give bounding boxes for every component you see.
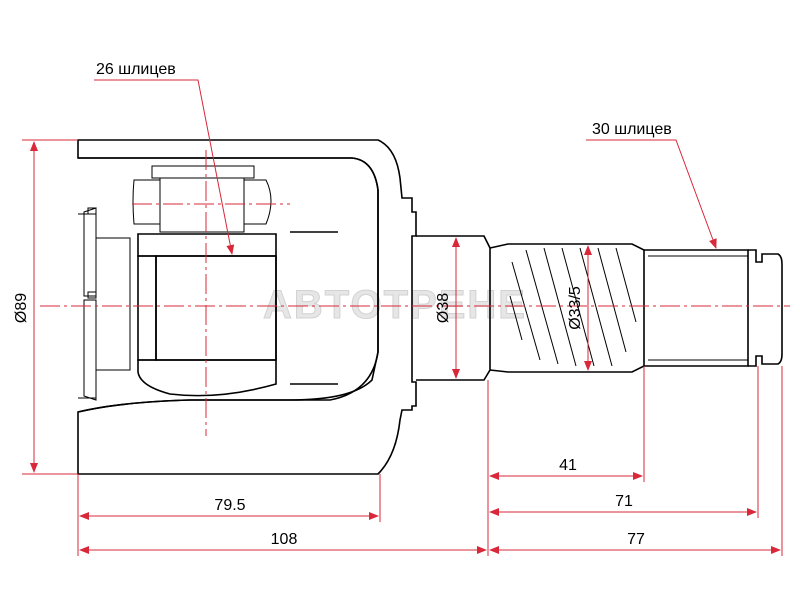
housing-section bbox=[77, 139, 417, 475]
dim-length-79-5: 79.5 bbox=[214, 497, 245, 514]
stub-shaft bbox=[416, 235, 783, 381]
callout-26-splines: 26 шлицев bbox=[96, 61, 176, 78]
dim-length-41: 41 bbox=[559, 457, 577, 474]
dimension-lines bbox=[22, 79, 783, 556]
dim-length-108: 108 bbox=[271, 531, 298, 548]
center-lines bbox=[40, 150, 790, 436]
dim-neck-diameter: Ø38 bbox=[435, 293, 452, 323]
dim-spline-diameter: Ø33/5 bbox=[567, 286, 584, 330]
dim-housing-diameter: Ø89 bbox=[13, 293, 30, 323]
dim-length-77: 77 bbox=[627, 531, 645, 548]
dim-length-71: 71 bbox=[615, 493, 633, 510]
watermark-text: ABTOTPEHE bbox=[263, 283, 527, 327]
tripod-spider bbox=[132, 165, 338, 397]
callout-30-splines: 30 шлицев bbox=[592, 121, 672, 138]
